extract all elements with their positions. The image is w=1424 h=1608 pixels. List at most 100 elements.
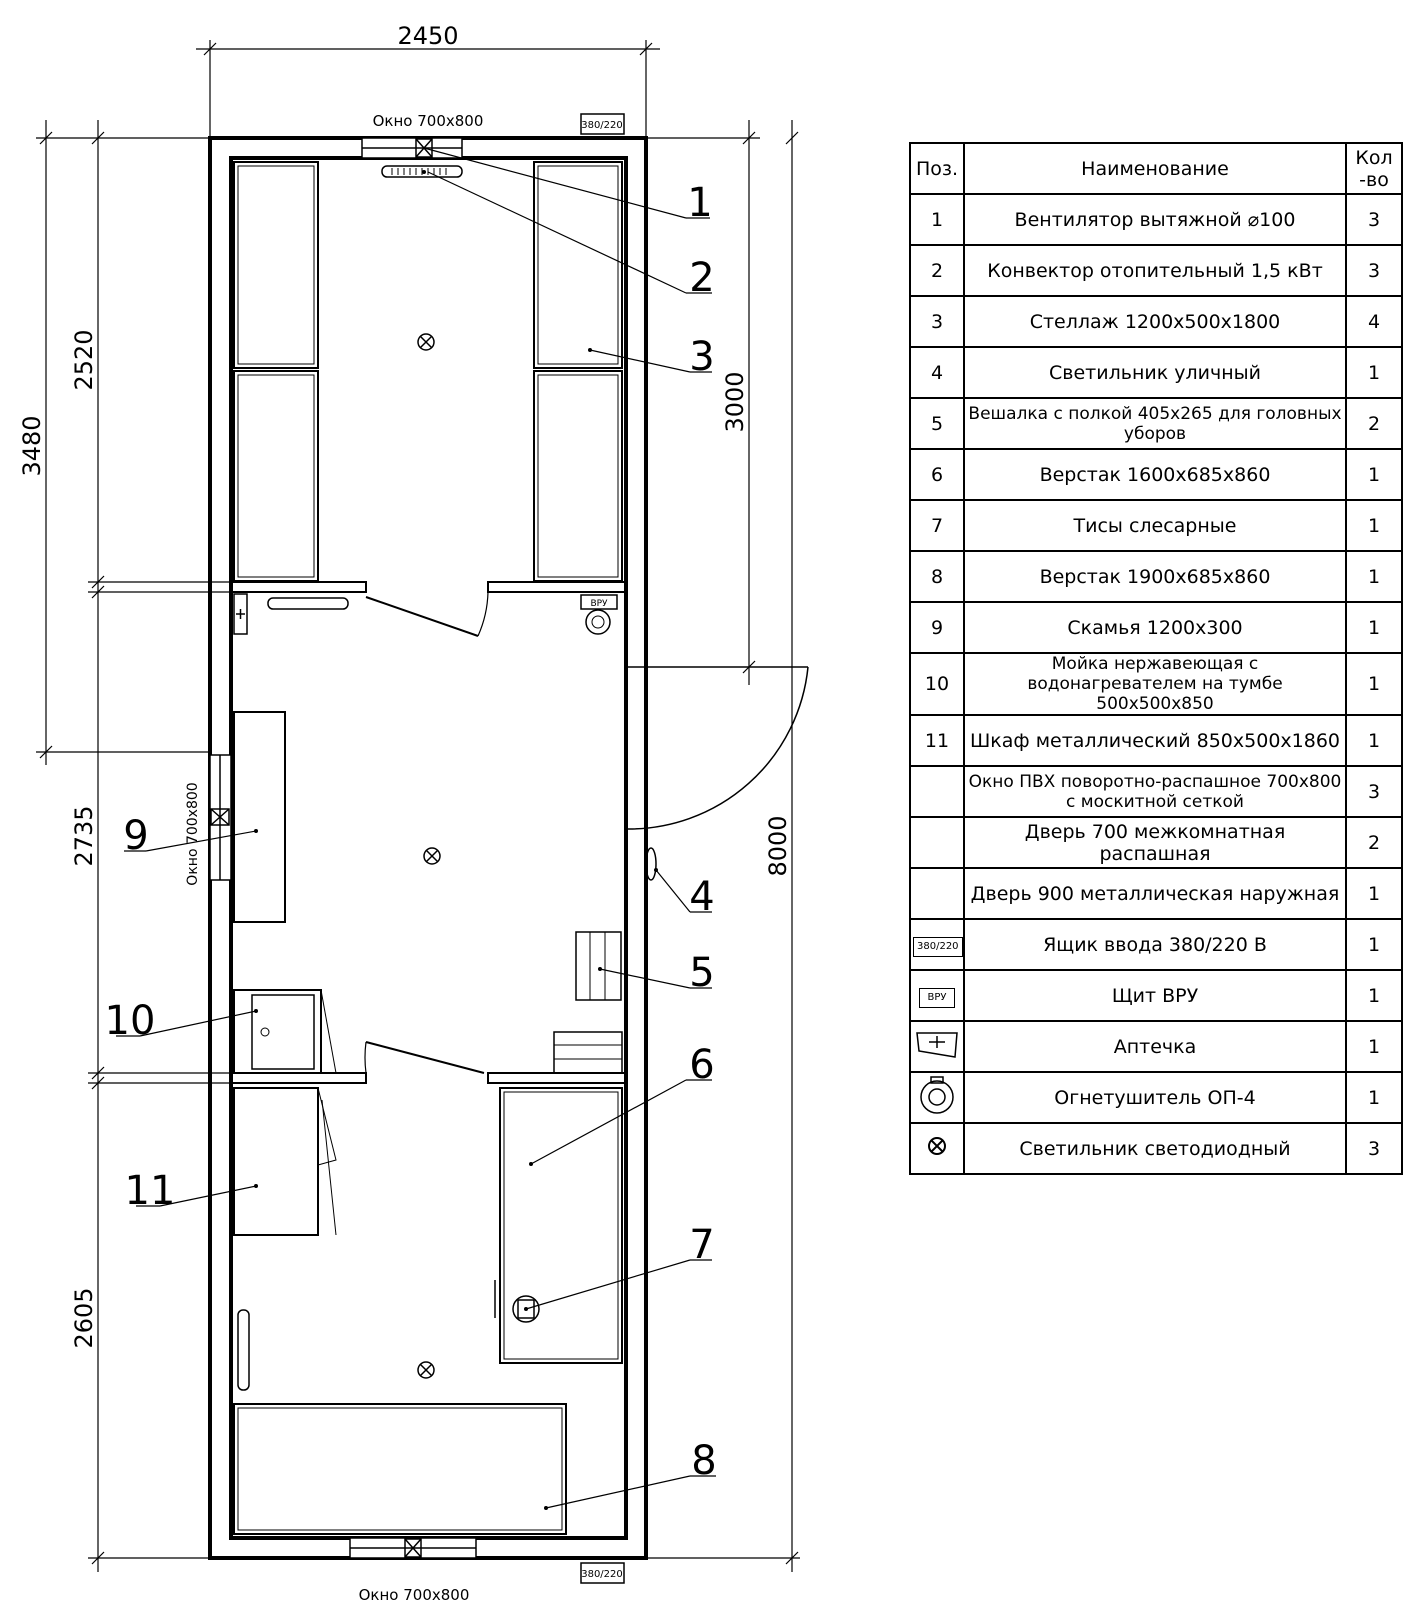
dim-left-mid: 2735 <box>70 805 98 866</box>
row-pos: 7 <box>909 499 965 552</box>
callout-7: 7 <box>689 1222 714 1268</box>
row-name: Окно ПВХ поворотно-распашное 700х800 с м… <box>963 765 1347 818</box>
convector-top <box>381 165 463 178</box>
ceiling-lamps <box>417 333 441 1379</box>
row-pos <box>909 1020 965 1073</box>
row-qty: 1 <box>1345 969 1403 1022</box>
row-pos: 10 <box>909 652 965 716</box>
top-window <box>361 137 463 159</box>
row-pos: 3 <box>909 295 965 348</box>
vise <box>512 1295 540 1323</box>
window-bottom-label: Окно 700х800 <box>359 1586 470 1604</box>
row-name: Светильник светодиодный <box>963 1122 1347 1175</box>
row-name: Шкаф металлический 850х500х1860 <box>963 714 1347 767</box>
row-qty: 1 <box>1345 918 1403 971</box>
callout-2: 2 <box>689 255 714 301</box>
row-pos <box>909 765 965 818</box>
row-pos <box>909 1071 965 1124</box>
callout-6: 6 <box>689 1042 714 1088</box>
bench <box>233 711 286 923</box>
leader-lines <box>116 147 716 1509</box>
exterior-door <box>625 666 809 830</box>
window-side-label: Окно 700х800 <box>185 782 201 885</box>
callout-4: 4 <box>689 874 714 920</box>
callout-8: 8 <box>691 1438 716 1484</box>
row-qty: 1 <box>1345 550 1403 603</box>
vru-panel <box>580 594 618 610</box>
partition-lower <box>230 1041 627 1084</box>
row-name: Огнетушитель ОП-4 <box>963 1071 1347 1124</box>
row-name: Конвектор отопительный 1,5 кВт <box>963 244 1347 297</box>
row-name: Вешалка с полкой 405х265 для головных уб… <box>963 397 1347 450</box>
row-name: Тисы слесарные <box>963 499 1347 552</box>
row-name: Мойка нержавеющая с водонагревателем на … <box>963 652 1347 716</box>
shelf <box>553 1031 623 1074</box>
row-qty: 1 <box>1345 652 1403 716</box>
dim-top-width: 2450 <box>397 22 458 50</box>
row-qty: 2 <box>1345 397 1403 450</box>
dim-left-outer: 3480 <box>18 415 46 476</box>
extinguisher-icon <box>920 1076 954 1114</box>
row-pos: 1 <box>909 193 965 246</box>
row-name: Ящик ввода 380/220 В <box>963 918 1347 971</box>
callout-5: 5 <box>689 950 714 996</box>
workbench-6 <box>499 1087 623 1364</box>
row-name: Дверь 900 металлическая наружная <box>963 867 1347 920</box>
callout-10: 10 <box>105 998 156 1044</box>
bottom-window <box>349 1537 477 1559</box>
row-pos <box>909 867 965 920</box>
row-pos <box>909 1122 965 1175</box>
side-window <box>209 754 232 881</box>
partition-upper <box>230 581 627 637</box>
row-name: Верстак 1600х685х860 <box>963 448 1347 501</box>
row-name: Щит ВРУ <box>963 969 1347 1022</box>
row-pos: 5 <box>909 397 965 450</box>
row-pos: 380/220 <box>909 918 965 971</box>
metal-cabinet <box>233 1087 319 1236</box>
extinguisher <box>585 609 611 635</box>
box-top-label: 380/220 <box>581 120 623 131</box>
row-pos: 6 <box>909 448 965 501</box>
header-qty-line2: -во <box>1359 168 1389 191</box>
row-qty: 2 <box>1345 816 1403 869</box>
table-row: Окно ПВХ поворотно-распашное 700х800 с м… <box>909 765 1403 818</box>
row-name: Вентилятор вытяжной ⌀100 <box>963 193 1347 246</box>
shelving-units <box>233 161 623 582</box>
row-name: Аптечка <box>963 1020 1347 1073</box>
row-qty: 1 <box>1345 1071 1403 1124</box>
outer-wall <box>208 136 648 1560</box>
lamp-icon <box>928 1137 946 1155</box>
row-name: Стеллаж 1200х500х1800 <box>963 295 1347 348</box>
input-box-bottom <box>580 1562 625 1584</box>
row-qty: 1 <box>1345 601 1403 654</box>
row-qty: 3 <box>1345 193 1403 246</box>
row-qty: 1 <box>1345 499 1403 552</box>
window-top-label: Окно 700х800 <box>373 112 484 130</box>
row-pos: ВРУ <box>909 969 965 1022</box>
row-qty: 4 <box>1345 295 1403 348</box>
row-name: Скамья 1200х300 <box>963 601 1347 654</box>
row-name: Светильник уличный <box>963 346 1347 399</box>
dim-right-total: 8000 <box>764 815 792 876</box>
header-qty: Кол-во <box>1345 142 1403 195</box>
table-header: Поз. Наименование Кол-во <box>909 142 1403 195</box>
row-pos: 4 <box>909 346 965 399</box>
header-qty-line1: Кол <box>1355 146 1393 169</box>
row-pos <box>909 816 965 869</box>
street-light <box>645 847 657 881</box>
dim-right-inner: 3000 <box>721 371 749 432</box>
